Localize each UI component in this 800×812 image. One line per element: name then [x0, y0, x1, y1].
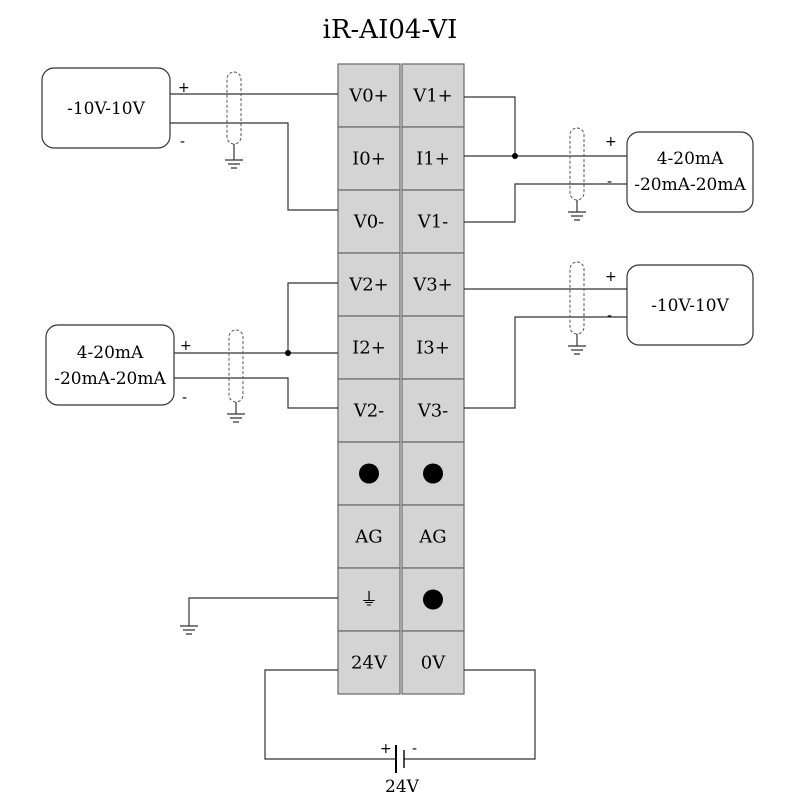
terminal-label: V2+ [348, 275, 389, 296]
plus-mark: + [178, 80, 190, 96]
terminal-label: V3+ [412, 275, 453, 296]
terminal-right-6 [401, 441, 465, 506]
minus-mark: - [180, 134, 185, 150]
minus-mark: - [182, 390, 187, 406]
wire-group-ch3 [464, 288, 627, 409]
terminal-dot-icon [359, 463, 379, 484]
source-box-right-top: 4-20mA -20mA-20mA [626, 131, 754, 213]
terminal-label: V2- [353, 401, 385, 422]
terminal-left-4: I2+ [337, 315, 401, 380]
terminal-left-5: V2- [337, 378, 401, 443]
terminal-label: V1- [417, 212, 449, 233]
terminal-left-9: 24V [337, 630, 401, 695]
battery-minus: - [412, 741, 417, 757]
terminal-label: V0+ [348, 86, 389, 107]
source-label: 4-20mA [657, 149, 724, 169]
plus-mark: + [605, 269, 617, 285]
terminal-right-4: I3+ [401, 315, 465, 380]
diagram-title: iR-AI04-VI [323, 15, 458, 45]
terminal-label: AG [418, 527, 446, 548]
minus-mark: - [607, 308, 612, 324]
terminal-label: 0V [421, 653, 446, 674]
terminal-label: I3+ [416, 338, 450, 359]
plus-mark: + [180, 338, 192, 354]
junction-dot [285, 350, 291, 356]
terminal-right-2: V1- [401, 189, 465, 254]
terminal-label: I2+ [352, 338, 386, 359]
terminal-column-right: V1+ I1+ V1- V3+ I3+ V3- AG 0V [401, 63, 465, 695]
source-label: -10V-10V [67, 99, 145, 119]
terminal-right-3: V3+ [401, 252, 465, 317]
terminal-dot-icon [423, 589, 443, 610]
cable-shield-icon [568, 127, 586, 221]
terminal-left-3: V2+ [337, 252, 401, 317]
wire-group-ch0 [170, 93, 338, 211]
terminal-left-2: V0- [337, 189, 401, 254]
source-box-left-bottom: 4-20mA -20mA-20mA [45, 324, 175, 406]
terminal-right-8 [401, 567, 465, 632]
terminal-right-5: V3- [401, 378, 465, 443]
source-label: 4-20mA [77, 343, 144, 363]
terminal-left-7: AG [337, 504, 401, 569]
terminal-right-7: AG [401, 504, 465, 569]
wire-group-ch2 [174, 282, 338, 409]
terminal-right-0: V1+ [401, 63, 465, 128]
source-box-left-top: -10V-10V [41, 67, 171, 149]
terminal-left-6 [337, 441, 401, 506]
source-box-right-bottom: -10V-10V [626, 264, 754, 346]
terminal-label: I1+ [416, 149, 450, 170]
power-supply: + - 24V [264, 669, 536, 797]
terminal-left-0: V0+ [337, 63, 401, 128]
supply-voltage-label: 24V [385, 777, 420, 797]
terminal-label: ⏚ [360, 590, 378, 611]
plus-mark: + [605, 134, 617, 150]
source-label: -20mA-20mA [634, 175, 746, 195]
terminal-right-1: I1+ [401, 126, 465, 191]
terminal-label: 24V [351, 653, 388, 674]
terminal-label: AG [354, 527, 382, 548]
terminal-left-1: I0+ [337, 126, 401, 191]
terminal-label: I0+ [352, 149, 386, 170]
terminal-label: V1+ [412, 86, 453, 107]
wire-group-ch1 [464, 96, 627, 223]
cable-shield-icon [227, 329, 245, 423]
terminal-left-8: ⏚ [337, 567, 401, 632]
battery-icon [395, 745, 405, 773]
terminal-right-9: 0V [401, 630, 465, 695]
terminal-label: V3- [417, 401, 449, 422]
source-label: -20mA-20mA [54, 369, 166, 389]
cable-shield-icon [568, 261, 586, 355]
earth-ground-wire [180, 597, 338, 635]
cable-shield-icon [225, 71, 243, 169]
terminal-column-left: V0+ I0+ V0- V2+ I2+ V2- AG ⏚ 24V [337, 63, 401, 695]
terminal-dot-icon [423, 463, 443, 484]
ground-icon [180, 625, 198, 635]
source-label: -10V-10V [651, 296, 729, 316]
minus-mark: - [607, 174, 612, 190]
battery-plus: + [380, 741, 392, 757]
terminal-label: V0- [353, 212, 385, 233]
junction-dot [512, 153, 518, 159]
